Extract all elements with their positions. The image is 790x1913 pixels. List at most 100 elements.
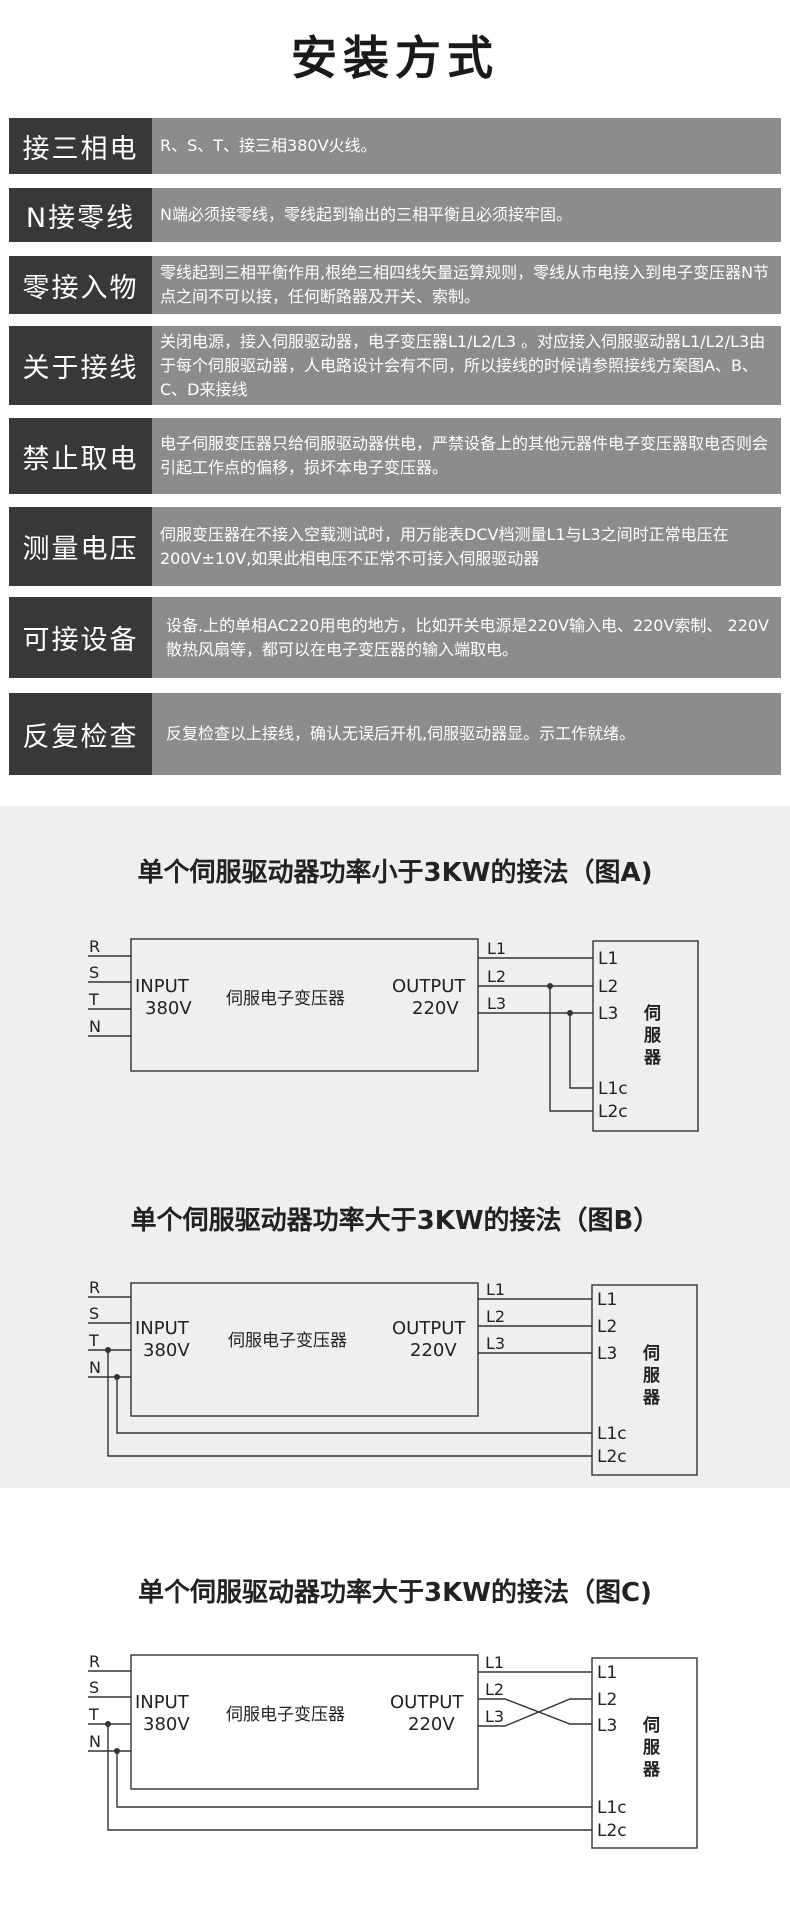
label-s: S — [89, 1678, 99, 1697]
label-n: N — [89, 1017, 101, 1036]
servo-name-1: 伺 — [642, 1715, 660, 1736]
junction-dots — [105, 1721, 120, 1754]
servo-term-l1: L1 — [597, 1290, 617, 1310]
row-label: 测量电压 — [9, 507, 152, 586]
row-text: 关闭电源，接入伺服驱动器，电子变压器L1/L2/L3 。对应接入伺服驱动器L1/… — [152, 326, 781, 405]
row-text: 电子伺服变压器只给伺服驱动器供电，严禁设备上的其他元器件电子变压器取电否则会引起… — [152, 418, 781, 494]
output-wires — [478, 1671, 592, 1727]
servo-name-2: 服 — [643, 1738, 661, 1758]
input-voltage: 380V — [143, 1340, 190, 1361]
servo-name-1: 伺 — [642, 1343, 660, 1364]
label-t: T — [88, 1705, 99, 1724]
output-wires — [478, 1298, 592, 1354]
servo-term-l2c: L2c — [597, 1821, 627, 1841]
label-s: S — [89, 963, 99, 982]
row-text: 零线起到三相平衡作用,根绝三相四线矢量运算规则，零线从市电接入到电子变压器N节点… — [152, 256, 781, 314]
page-title: 安装方式 — [291, 31, 499, 85]
servo-box — [591, 1657, 698, 1849]
output-label: OUTPUT — [392, 976, 466, 997]
label-t: T — [88, 1331, 99, 1350]
servo-box — [591, 1284, 698, 1476]
servo-name-3: 器 — [642, 1388, 661, 1408]
diagram-b-title: 单个伺服驱动器功率大于3KW的接法（图B） — [130, 1206, 660, 1236]
junction-dots — [105, 1347, 120, 1380]
diagram-b: R S T N INPUT 380V 伺服电子变压器 OUTPUT 220V L… — [88, 1278, 698, 1476]
row-label: 可接设备 — [9, 597, 152, 678]
transformer-label: 伺服电子变压器 — [228, 1331, 347, 1351]
row-devices: 可接设备 设备.上的单相AC220用电的地方，比如开关电源是220V输入电、22… — [9, 597, 781, 678]
row-label: 零接入物 — [9, 256, 152, 314]
out-label-l1: L1 — [485, 1653, 504, 1672]
servo-name-3: 器 — [642, 1760, 661, 1780]
output-wires — [478, 957, 593, 1112]
servo-term-l1: L1 — [597, 1663, 617, 1683]
row-text: N端必须接零线，零线起到输出的三相平衡且必须接牢固。 — [152, 188, 781, 242]
row-text: R、S、T、接三相380V火线。 — [152, 118, 781, 174]
diagram-a-title: 单个伺服驱动器功率小于3KW的接法（图A) — [137, 858, 653, 888]
row-label: 接三相电 — [9, 118, 152, 174]
servo-term-l2: L2 — [598, 977, 618, 997]
transformer-label: 伺服电子变压器 — [226, 1705, 345, 1725]
servo-name-3: 器 — [643, 1048, 662, 1068]
input-voltage: 380V — [143, 1714, 190, 1735]
diagram-a-area: 单个伺服驱动器功率小于3KW的接法（图A) R S T N INPUT 380V… — [0, 806, 790, 1150]
out-label-l1: L1 — [487, 939, 506, 958]
servo-name-2: 服 — [644, 1026, 662, 1046]
transformer-box — [130, 1654, 479, 1790]
row-wiring: 关于接线 关闭电源，接入伺服驱动器，电子变压器L1/L2/L3 。对应接入伺服驱… — [9, 326, 781, 405]
row-text: 伺服变压器在不接入空载测试时，用万能表DCV档测量L1与L3之间时正常电压在20… — [152, 507, 781, 586]
input-label: INPUT — [135, 1692, 190, 1713]
row-label: 关于接线 — [9, 326, 152, 405]
servo-term-l1c: L1c — [598, 1079, 628, 1099]
servo-term-l1c: L1c — [597, 1798, 627, 1818]
out-label-l3: L3 — [485, 1707, 504, 1726]
row-label: 禁止取电 — [9, 418, 152, 494]
row-text: 反复检查以上接线，确认无误后开机,伺服驱动器显。示工作就绪。 — [152, 693, 781, 775]
servo-term-l3: L3 — [598, 1004, 618, 1024]
transformer-label: 伺服电子变压器 — [226, 989, 345, 1009]
row-measure: 测量电压 伺服变压器在不接入空载测试时，用万能表DCV档测量L1与L3之间时正常… — [9, 507, 781, 586]
out-label-l1: L1 — [486, 1280, 505, 1299]
label-r: R — [89, 1652, 100, 1671]
diagram-c: R S T N INPUT 380V 伺服电子变压器 OUTPUT 220V L… — [88, 1652, 698, 1849]
servo-name-1: 伺 — [643, 1003, 661, 1024]
row-three-phase: 接三相电 R、S、T、接三相380V火线。 — [9, 118, 781, 174]
label-n: N — [89, 1732, 101, 1751]
out-label-l2: L2 — [485, 1680, 504, 1699]
output-label: OUTPUT — [392, 1318, 466, 1339]
input-voltage: 380V — [145, 998, 192, 1019]
row-no-tap: 禁止取电 电子伺服变压器只给伺服驱动器供电，严禁设备上的其他元器件电子变压器取电… — [9, 418, 781, 494]
input-line-labels: R S T N — [88, 937, 101, 1036]
row-text: 设备.上的单相AC220用电的地方，比如开关电源是220V输入电、220V索制、… — [152, 597, 781, 678]
out-label-l3: L3 — [487, 994, 506, 1013]
servo-term-l1: L1 — [598, 949, 618, 969]
transformer-box — [130, 938, 479, 1072]
input-label: INPUT — [135, 976, 190, 997]
row-zero-access: 零接入物 零线起到三相平衡作用,根绝三相四线矢量运算规则，零线从市电接入到电子变… — [9, 256, 781, 314]
label-n: N — [89, 1358, 101, 1377]
label-s: S — [89, 1304, 99, 1323]
servo-term-l2c: L2c — [598, 1102, 628, 1122]
servo-term-l3: L3 — [597, 1344, 617, 1364]
diagram-c-area: 单个伺服驱动器功率大于3KW的接法（图C) R S T N INPUT 380V… — [0, 1488, 790, 1913]
out-label-l2: L2 — [487, 967, 506, 986]
input-wires — [88, 1670, 592, 1831]
label-r: R — [89, 937, 100, 956]
servo-term-l1c: L1c — [597, 1424, 627, 1444]
output-label: OUTPUT — [390, 1692, 464, 1713]
row-label: N接零线 — [9, 188, 152, 242]
servo-term-l2c: L2c — [597, 1447, 627, 1467]
diagram-a: R S T N INPUT 380V 伺服电子变压器 OUTPUT 220V L… — [88, 937, 699, 1132]
servo-term-l2: L2 — [597, 1317, 617, 1337]
label-t: T — [88, 990, 99, 1009]
output-voltage: 220V — [410, 1340, 457, 1361]
row-recheck: 反复检查 反复检查以上接线，确认无误后开机,伺服驱动器显。示工作就绪。 — [9, 693, 781, 775]
diagram-c-title: 单个伺服驱动器功率大于3KW的接法（图C) — [138, 1578, 652, 1608]
servo-name-2: 服 — [643, 1366, 661, 1386]
input-label: INPUT — [135, 1318, 190, 1339]
servo-term-l3: L3 — [597, 1716, 617, 1736]
servo-box — [592, 940, 699, 1132]
row-neutral: N接零线 N端必须接零线，零线起到输出的三相平衡且必须接牢固。 — [9, 188, 781, 242]
out-label-l2: L2 — [486, 1307, 505, 1326]
output-voltage: 220V — [412, 998, 459, 1019]
